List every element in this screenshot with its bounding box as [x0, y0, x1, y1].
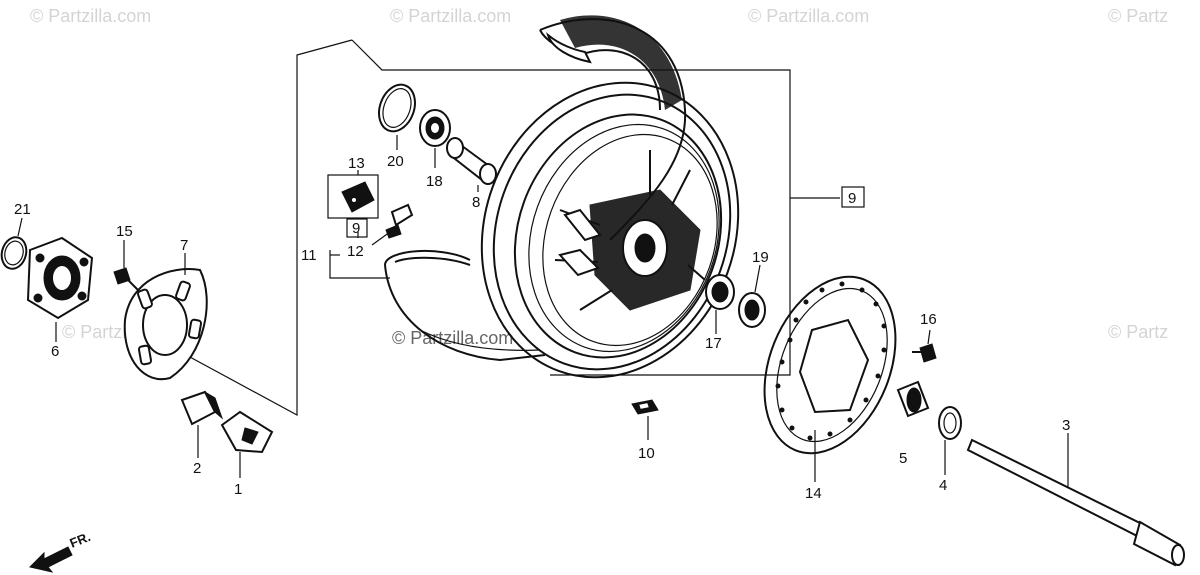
front-direction-indicator: FR.: [29, 529, 93, 573]
brake-disc-14: [763, 275, 897, 455]
callout-20: 20: [387, 153, 404, 170]
o-ring-21: [0, 236, 28, 270]
bolt-15: [113, 267, 139, 291]
disc-holes: [775, 281, 887, 441]
watermark-top-3: © Partzilla.com: [748, 6, 869, 26]
callout-9-right: 9: [848, 190, 856, 207]
side-collar-5: [896, 380, 930, 418]
callout-14: 14: [805, 485, 822, 502]
callout-3: 3: [1062, 417, 1070, 434]
plate-1: [220, 410, 274, 454]
collar-2: [180, 390, 224, 426]
callout-5: 5: [899, 450, 907, 467]
watermark-top-1: © Partzilla.com: [30, 6, 151, 26]
callout-9-ref-right: 9: [841, 186, 865, 208]
bearing-18: [419, 109, 451, 147]
callout-6: 6: [51, 343, 59, 360]
o-ring-20: [378, 83, 416, 133]
dust-seal-19: [738, 292, 766, 328]
callout-7: 7: [180, 237, 188, 254]
distance-collar-8: [446, 137, 497, 185]
disc-bolt-16: [912, 343, 937, 363]
direction-label: FR.: [68, 529, 93, 551]
callout-21: 21: [14, 201, 31, 218]
axle-3: [966, 438, 1185, 567]
callout-11: 11: [301, 247, 317, 264]
callout-12: 12: [347, 243, 364, 260]
air-valve-12: [385, 203, 414, 239]
callout-4: 4: [939, 477, 947, 494]
callout-19: 19: [752, 249, 769, 266]
callout-18: 18: [426, 173, 443, 190]
valve-bracket-13: [327, 174, 379, 219]
watermark-top-4: © Partz: [1108, 6, 1168, 26]
callout-1: 1: [234, 481, 242, 498]
seal-4: [938, 406, 962, 440]
callout-8: 8: [472, 194, 480, 211]
clip-10: [631, 399, 659, 415]
wheel-hub: [554, 150, 706, 311]
wheel-rim: [480, 81, 740, 379]
watermark-top-2: © Partzilla.com: [390, 6, 511, 26]
assembly-bracket: [139, 39, 840, 417]
brake-panel-7: [123, 268, 208, 381]
watermark-center: © Partzilla.com: [392, 328, 513, 348]
sprocket-flange-6: [26, 236, 94, 320]
callout-10: 10: [638, 445, 655, 462]
callout-13: 13: [348, 155, 365, 172]
watermark-right-mid: © Partz: [1108, 322, 1168, 342]
callout-9-ref-left: 9: [346, 218, 368, 238]
callout-9-left: 9: [352, 220, 360, 237]
callout-2: 2: [193, 460, 201, 477]
callout-17: 17: [705, 335, 722, 352]
arrow-left-icon: [29, 546, 73, 573]
callout-15: 15: [116, 223, 133, 240]
callout-16: 16: [920, 311, 937, 328]
leader-lines: [17, 135, 1069, 488]
bearing-17: [705, 274, 735, 310]
tube: [384, 250, 546, 362]
